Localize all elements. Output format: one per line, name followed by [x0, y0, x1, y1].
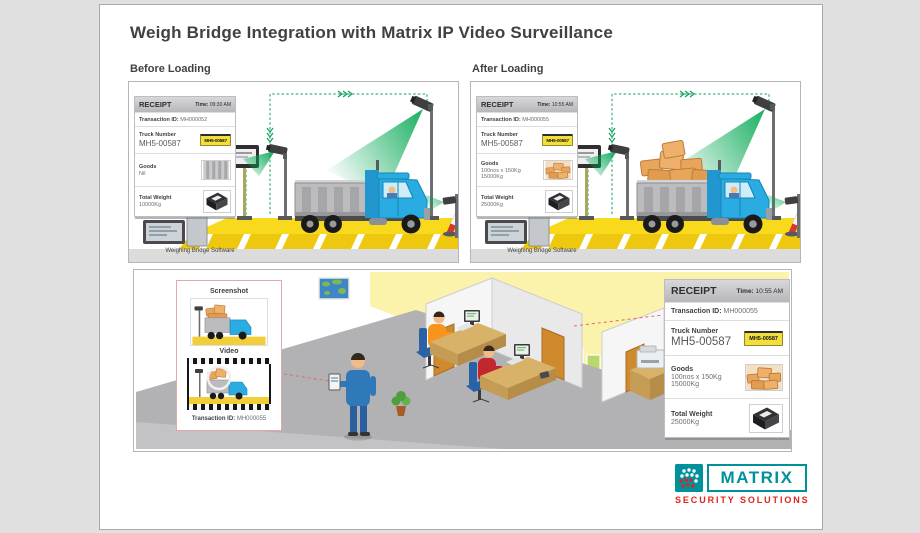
road [471, 249, 800, 262]
cctv-camera-gate [768, 194, 800, 238]
transaction-row: Transaction ID: MH000055 [665, 302, 789, 320]
plant [391, 391, 411, 416]
connector-office-to-receipt [573, 314, 664, 327]
truck [636, 140, 772, 234]
network-arrows [266, 90, 353, 143]
driver [388, 186, 396, 194]
screenshot-label: Screenshot [209, 288, 249, 295]
receipt-card-after: RECEIPT Time: 10:55 AM Transaction ID: M… [476, 96, 578, 217]
license-plate: MH5-00587 [542, 134, 573, 146]
cctv-camera-left [585, 144, 634, 220]
video-filmstrip [187, 358, 271, 410]
cctv-camera-left [243, 144, 292, 220]
video-label: Video [219, 348, 239, 355]
display-board [230, 145, 259, 220]
truck [294, 160, 430, 234]
empty-bed-thumbnail [201, 160, 231, 180]
weight-scale-icon [545, 190, 573, 213]
receipt-card-before: RECEIPT Time: 09:30 AM Transaction ID: M… [134, 96, 236, 217]
license-plate: MH5-00587 [744, 330, 783, 346]
page-title: Weigh Bridge Integration with Matrix IP … [130, 23, 613, 42]
transaction-row: Transaction ID: MH000055 [477, 112, 577, 126]
road [129, 249, 458, 262]
network-dashed-line [611, 93, 770, 214]
transaction-row: Transaction ID: MH000052 [135, 112, 235, 126]
network-arrows [608, 90, 695, 143]
office-desk [480, 344, 556, 400]
truck-goods [639, 140, 711, 185]
before-loading-label: Before Loading [130, 63, 211, 75]
media-evidence-card: Screenshot Video [176, 280, 282, 431]
goods-thumbnail [543, 160, 573, 180]
receipt-card-office: RECEIPT Time: 10:55 AM Transaction ID: M… [664, 279, 790, 438]
receipt-header: RECEIPT Time: 10:55 AM [477, 97, 577, 112]
matrix-logo-icon [675, 464, 703, 492]
standing-person [328, 353, 376, 441]
cctv-camera-right [327, 95, 439, 220]
world-map [318, 277, 350, 300]
desk-phone [539, 371, 550, 379]
network-dashed-line [269, 93, 428, 214]
receipt-header: RECEIPT Time: 10:55 AM [665, 280, 789, 302]
goods-thumbnail [745, 363, 783, 391]
before-loading-panel: Weighing Bridge Software RECEIPT Time: 0… [128, 81, 459, 263]
screenshot-thumbnail [190, 298, 268, 346]
matrix-logo: MATRIX SECURITY SOLUTIONS [675, 464, 810, 505]
office-panel: Screenshot Video [133, 269, 792, 452]
connector-card-to-tablet [283, 373, 330, 382]
matrix-wordmark: MATRIX [707, 464, 807, 492]
license-plate: MH5-00587 [200, 134, 231, 146]
receipt-header: RECEIPT Time: 09:30 AM [135, 97, 235, 112]
media-transaction-id: Transaction ID: MH000055 [191, 416, 267, 422]
poster-page: Weigh Bridge Integration with Matrix IP … [99, 4, 823, 530]
weight-scale-icon [749, 403, 783, 433]
office-desk [430, 310, 506, 366]
after-loading-panel: Weighing Bridge Software RECEIPT Time: 1… [470, 81, 801, 263]
after-loading-label: After Loading [472, 63, 544, 75]
driver [730, 186, 738, 194]
office-floor [136, 310, 791, 449]
software-label: Weighing Bridge Software [507, 248, 577, 254]
before-loading-scene [129, 90, 458, 262]
matrix-tagline: SECURITY SOLUTIONS [675, 495, 810, 505]
cctv-camera-gate [426, 194, 458, 238]
software-label: Weighing Bridge Software [165, 248, 235, 254]
weight-scale-icon [203, 190, 231, 213]
